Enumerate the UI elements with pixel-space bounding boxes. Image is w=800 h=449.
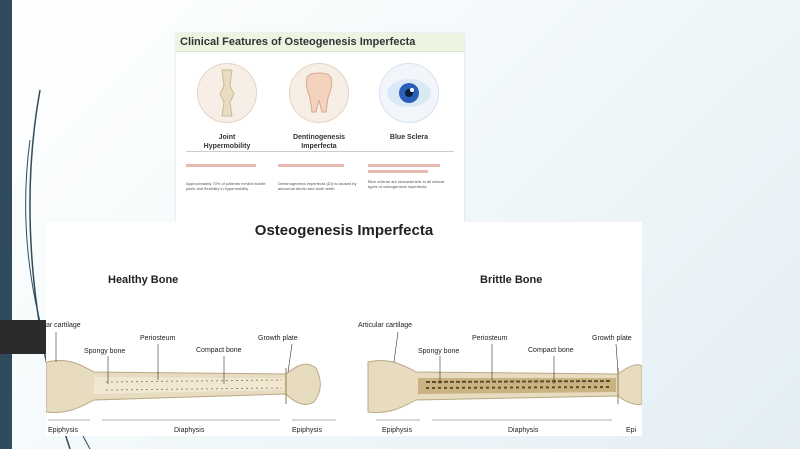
feature-label-line1: Dentinogenesis <box>292 134 346 141</box>
feature-label-line2: Hypermobility <box>203 143 251 150</box>
label-articular-cartilage: ar cartilage <box>46 322 81 329</box>
diagram-title: Osteogenesis Imperfecta <box>254 222 434 239</box>
label-diaphysis: Diaphysis <box>508 427 539 434</box>
bone-illustrations <box>46 331 642 421</box>
feature-description: Dentinogenesis imperfecta (DI) is caused… <box>278 156 362 208</box>
feature-blue-sclera: Blue Sclera <box>364 63 454 142</box>
label-spongy-bone: Spongy bone <box>418 348 460 355</box>
feature-caption: Dentinogenesis imperfecta (DI) is caused… <box>278 181 357 191</box>
label-epiphysis: Epiphysis <box>292 427 322 434</box>
brittle-bone-shape <box>367 359 642 413</box>
healthy-bone-heading: Healthy Bone <box>108 274 179 286</box>
label-periosteum: Periosteum <box>472 335 508 342</box>
label-periosteum: Periosteum <box>140 335 176 342</box>
feature-caption: Blue sclerae are characteristic in all c… <box>368 179 445 189</box>
label-spongy-bone: Spongy bone <box>84 348 126 355</box>
label-compact-bone: Compact bone <box>196 347 242 354</box>
label-epiphysis: Epiphysis <box>48 427 78 434</box>
label-compact-bone: Compact bone <box>528 347 574 354</box>
slide-dark-tab <box>0 320 46 354</box>
label-epiphysis: Epiphysis <box>382 427 412 434</box>
label-diaphysis: Diaphysis <box>174 427 205 434</box>
bone-comparison-image: Osteogenesis Imperfecta <box>46 222 642 436</box>
feature-caption: Approximately 70% of patients exhibit mo… <box>186 181 266 191</box>
label-growth-plate: Growth plate <box>592 335 632 342</box>
feature-description: Approximately 70% of patients exhibit mo… <box>186 156 270 208</box>
feature-label-line2: Imperfecta <box>301 143 337 150</box>
tooth-icon <box>289 63 349 123</box>
feature-label-line1: Blue Sclera <box>389 134 429 141</box>
label-articular-cartilage: Articular cartilage <box>358 322 413 329</box>
clinical-features-image: Clinical Features of Osteogenesis Imperf… <box>176 33 464 228</box>
feature-descriptions: Approximately 70% of patients exhibit mo… <box>186 151 454 214</box>
joint-icon <box>197 63 257 123</box>
feature-description: Blue sclerae are characteristic in all c… <box>368 156 452 208</box>
clinical-features-title: Clinical Features of Osteogenesis Imperf… <box>176 33 464 52</box>
feature-label-line1: Joint <box>218 134 236 141</box>
eye-icon <box>379 63 439 123</box>
label-epiphysis: Epi <box>626 427 637 434</box>
label-growth-plate: Growth plate <box>258 335 298 342</box>
brittle-bone-heading: Brittle Bone <box>480 274 543 286</box>
healthy-bone-shape <box>46 359 321 413</box>
